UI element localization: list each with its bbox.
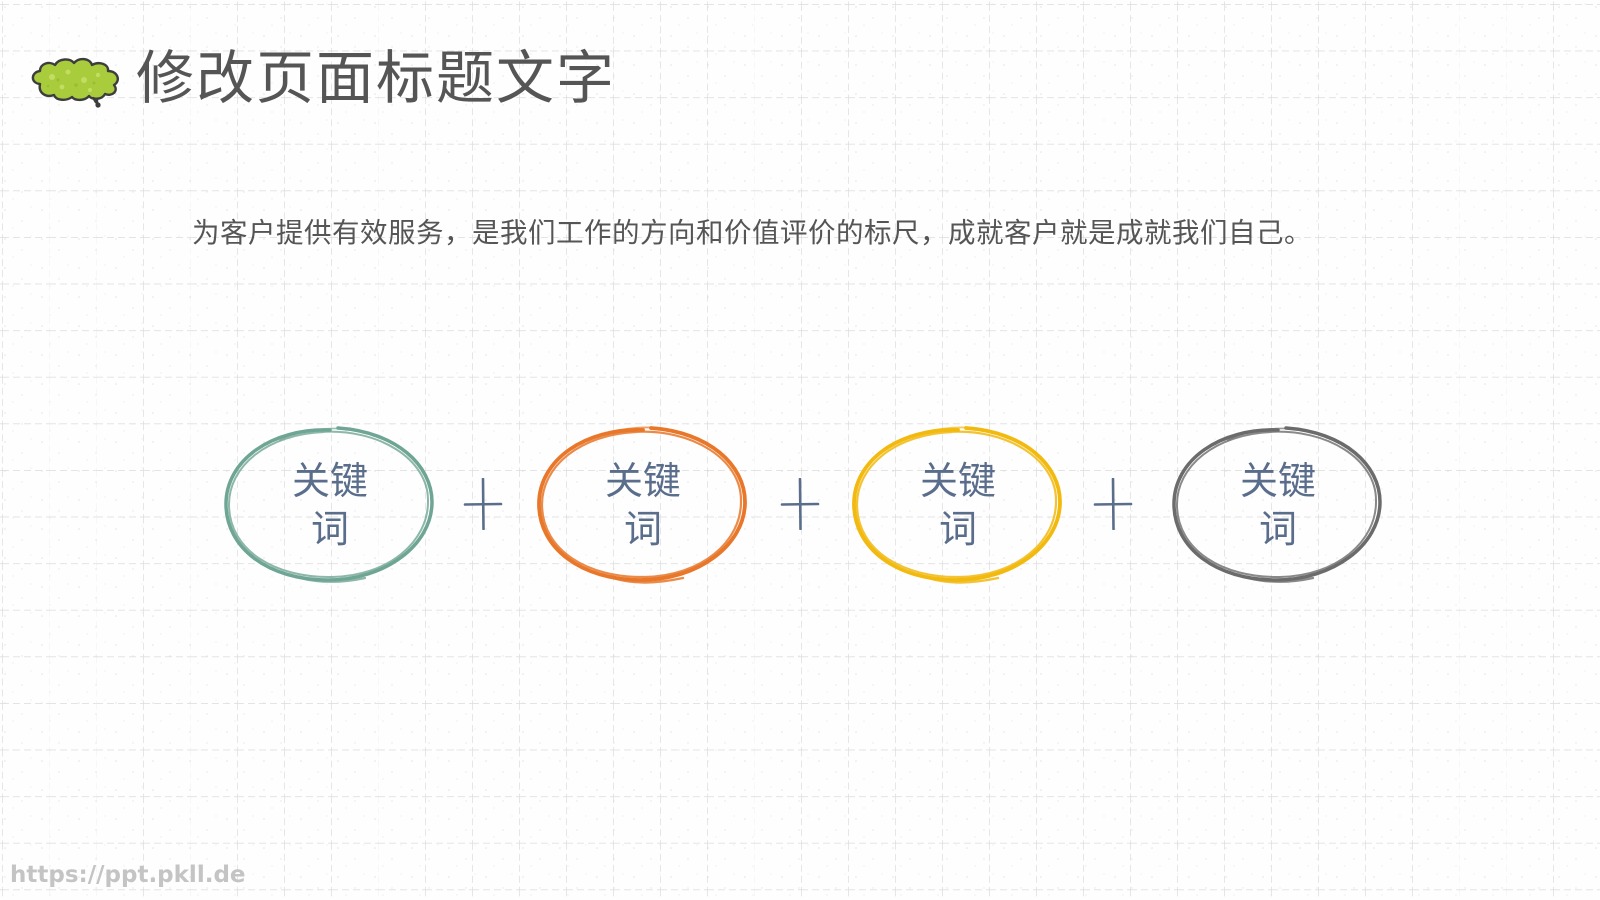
keyword-line-1: 关键: [919, 459, 996, 503]
keyword-line-2: 词: [1258, 507, 1297, 551]
hand-drawn-circle-icon: [537, 426, 747, 584]
page-title: 修改页面标题文字: [136, 44, 617, 112]
plus-icon: [780, 478, 820, 530]
plus-icon: [463, 478, 503, 530]
keyword-bubble-3: 关键 词: [848, 420, 1068, 590]
hand-drawn-circle-icon: [1172, 426, 1382, 583]
keyword-bubble-1: 关键 词: [220, 420, 440, 590]
hand-drawn-circle-icon: [224, 426, 434, 583]
cloud-icon: [31, 57, 119, 108]
watermark-url: https://ppt.pkll.de: [10, 862, 246, 888]
keyword-line-1: 关键: [291, 459, 368, 503]
keyword-line-2: 词: [623, 507, 662, 551]
keyword-line-1: 关键: [604, 459, 681, 503]
keyword-bubble-4: 关键 词: [1168, 420, 1388, 590]
title-header: 修改页面标题文字: [28, 38, 616, 118]
keyword-line-2: 词: [938, 507, 977, 551]
keyword-bubble-2: 关键 词: [533, 420, 753, 590]
hand-drawn-circle-icon: [852, 426, 1062, 584]
keyword-line-2: 词: [310, 507, 349, 551]
subtitle-text: 为客户提供有效服务，是我们工作的方向和价值评价的标尺，成就客户就是成就我们自己。: [192, 217, 1312, 249]
keyword-line-1: 关键: [1239, 459, 1316, 503]
plus-icon: [1093, 478, 1133, 530]
